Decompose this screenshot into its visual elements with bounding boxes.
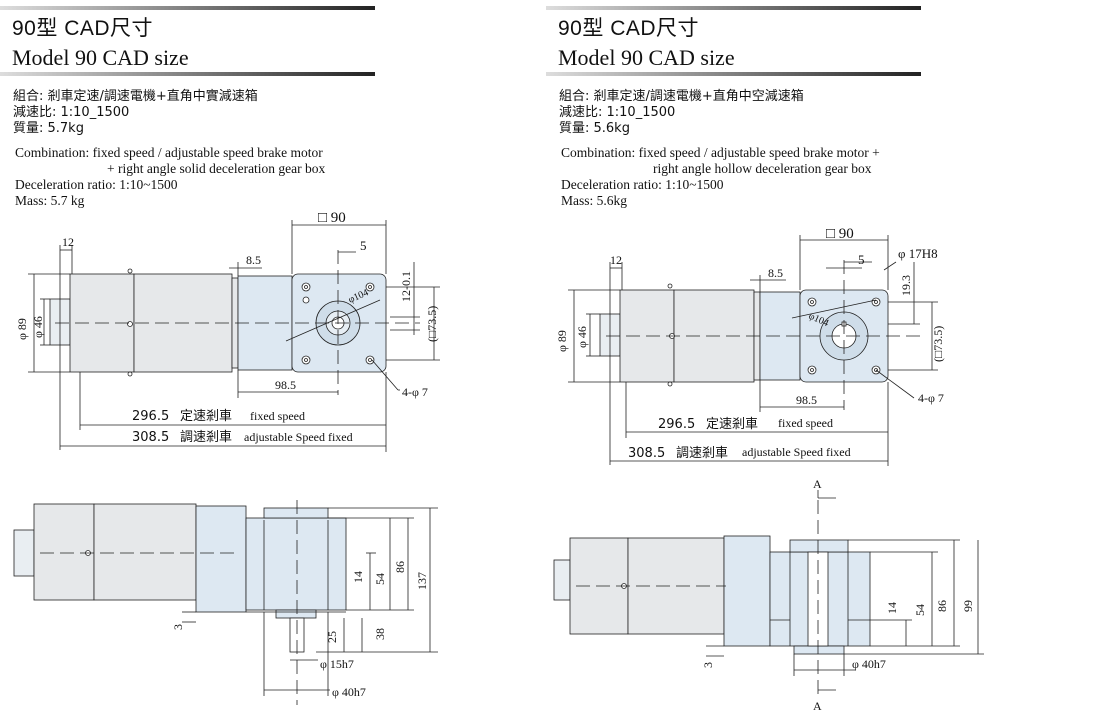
dim-holes: 4-φ 7 [918,391,944,405]
dim-38: 38 [373,628,387,640]
title-rule-bottom [0,72,375,76]
dim-12: 12 [610,253,622,267]
spec-en-ratio: Deceleration ratio: 1:10~1500 [15,177,178,192]
len-fixed-cn: 定速剎車 [706,417,758,432]
dim-12-0-1: 12-0.1 [399,271,413,302]
dim-shaft: φ 15h7 [320,657,354,671]
len-fixed-en: fixed speed [778,416,833,430]
dim-square: □ 90 [318,210,346,226]
spec-en-combination-1: Combination: fixed speed / adjustable sp… [15,145,323,160]
dim-phi46: φ 46 [575,326,589,348]
len-fixed-en: fixed speed [250,409,305,423]
dim-3: 3 [701,662,715,668]
dim-25: 25 [325,631,339,643]
solid-gearbox-drawing: □ 90 5 12 8.5 φ 89 φ 46 12-0.1 (□73.5) φ… [13,210,440,705]
title-rule-top [0,6,375,10]
dim-holes: 4-φ 7 [402,385,428,399]
dim-3: 3 [171,624,185,630]
section-a-top: A [813,477,822,491]
title-en: Model 90 CAD size [558,45,735,70]
dim-86: 86 [935,600,949,612]
dim-square: □ 90 [826,226,854,242]
dim-54: 54 [373,573,387,585]
spec-en-combination-1: Combination: fixed speed / adjustable sp… [561,145,880,160]
dim-19-3: 19.3 [899,275,913,296]
title-rule-top [546,6,921,10]
dim-14: 14 [885,602,899,614]
dim-98-5: 98.5 [796,393,817,407]
panel-solid-gearbox: 90型 CAD尺寸 Model 90 CAD size 組合: 剎車定速/調速電… [0,0,540,714]
dim-12: 12 [62,235,74,249]
spec-en-combination-2: right angle hollow deceleration gear box [653,161,872,176]
len-adj-en: adjustable Speed fixed [742,445,851,459]
len-fixed-cn: 定速剎車 [180,409,232,424]
spec-cn-combination: 組合: 剎車定速/調速電機+直角中實減速箱 [13,89,258,104]
len-adj-value: 308.5 [132,430,169,445]
dim-86: 86 [393,561,407,573]
dim-98-5: 98.5 [275,378,296,392]
title-cn: 90型 CAD尺寸 [12,17,154,40]
dim-phi89: φ 89 [15,318,29,340]
spec-cn-ratio: 減速比: 1:10_1500 [13,105,130,120]
spec-en-mass: Mass: 5.6kg [561,193,628,208]
dim-flange: φ 40h7 [332,685,366,699]
spec-en-mass: Mass: 5.7 kg [15,193,85,208]
title-rule-bottom [546,72,921,76]
spec-cn-mass: 質量: 5.7kg [13,121,84,136]
len-adj-en: adjustable Speed fixed [244,430,353,444]
dim-5: 5 [360,238,367,253]
len-adj-value: 308.5 [628,446,665,461]
spec-en-combination-2: + right angle solid deceleration gear bo… [107,161,326,176]
title-en: Model 90 CAD size [12,45,189,70]
dim-8-5: 8.5 [768,266,783,280]
dim-phi46: φ 46 [31,316,45,338]
spec-cn-combination: 組合: 剎車定速/調速電機+直角中空減速箱 [559,89,804,104]
dim-sq73: (□73.5) [931,326,945,362]
dim-8-5: 8.5 [246,253,261,267]
len-fixed-value: 296.5 [658,417,695,432]
len-adj-cn: 調速剎車 [180,430,232,445]
hollow-gearbox-drawing: □ 90 5 φ 17H8 12 8.5 φ 89 φ 46 19.3 (□73… [553,226,984,713]
dim-5: 5 [858,252,865,267]
dim-hole: φ 17H8 [898,246,938,261]
dim-137: 137 [415,572,429,590]
spec-en-ratio: Deceleration ratio: 1:10~1500 [561,177,724,192]
len-adj-cn: 調速剎車 [676,446,728,461]
spec-cn-ratio: 減速比: 1:10_1500 [559,105,676,120]
section-a-bottom: A [813,699,822,713]
dim-flange: φ 40h7 [852,657,886,671]
dim-sq73: (□73.5) [425,306,439,342]
spec-cn-mass: 質量: 5.6kg [559,121,630,136]
dim-14: 14 [351,571,365,583]
dim-54: 54 [913,604,927,616]
dim-99: 99 [961,600,975,612]
title-cn: 90型 CAD尺寸 [558,17,700,40]
panel-hollow-gearbox: 90型 CAD尺寸 Model 90 CAD size 組合: 剎車定速/調速電… [546,0,1086,714]
len-fixed-value: 296.5 [132,409,169,424]
dim-phi89: φ 89 [555,330,569,352]
